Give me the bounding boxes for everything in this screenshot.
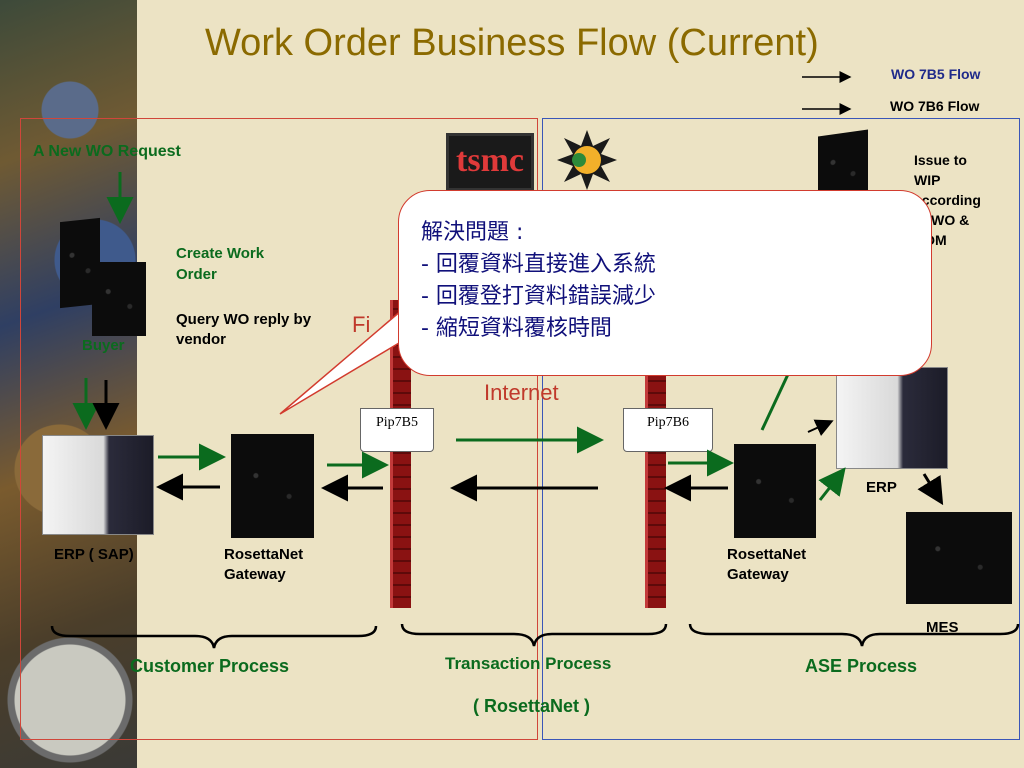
new-wo-request-label: A New WO Request: [33, 143, 181, 160]
legend-arrows: [802, 71, 852, 115]
ase-brace: [688, 623, 1020, 647]
query-wo-reply-label: Query WO reply by vendor: [176, 311, 312, 348]
tsmc-logo: tsmc: [446, 133, 534, 191]
ase-region: [542, 118, 1020, 740]
customer-firewall: [390, 300, 411, 608]
pip-7b6-document: Pip7B6: [623, 408, 713, 452]
customer-region: [20, 118, 538, 740]
page-title: Work Order Business Flow (Current): [205, 22, 819, 64]
customer-gateway-icon: [231, 434, 314, 538]
pip-7b5-document: Pip7B5: [360, 408, 434, 452]
erp-sap-server-icon: [42, 435, 154, 535]
callout-box: 解決問題 : - 回覆資料直接進入系統 - 回覆登打資料錯誤減少 - 縮短資料覆…: [398, 190, 932, 376]
buyer-label: Buyer: [82, 337, 125, 354]
callout-item-2: - 回覆登打資料錯誤減少: [421, 284, 656, 309]
legend-label-7b5: WO 7B5 Flow: [891, 66, 981, 82]
callout-heading: 解決問題 :: [421, 220, 524, 245]
ase-logo-icon: [557, 130, 617, 190]
ase-gateway-label: RosettaNet Gateway: [727, 546, 807, 583]
transaction-brace: [400, 623, 668, 647]
callout-item-3: - 縮短資料覆核時間: [421, 316, 612, 341]
ase-gateway-to-erp-line: [760, 369, 792, 431]
buyer-person-icon: [92, 262, 146, 336]
customer-brace: [50, 625, 378, 649]
customer-process-label: Customer Process: [130, 656, 290, 676]
ase-gateway-icon: [734, 444, 816, 538]
ase-process-label: ASE Process: [805, 656, 918, 676]
ase-gateway-to-erp-arrow: [818, 467, 846, 501]
ase-gateway-erp-bidirectional: [807, 419, 834, 436]
create-work-order-label: Create Work Order: [176, 245, 265, 283]
legend-label-7b6: WO 7B6 Flow: [890, 98, 980, 114]
mes-label: MES: [926, 619, 959, 636]
customer-gateway-label: RosettaNet Gateway: [224, 546, 304, 583]
ase-erp-server-icon: [836, 367, 948, 469]
ase-erp-label: ERP: [866, 479, 897, 496]
erp-sap-label: ERP ( SAP): [54, 546, 134, 563]
callout-item-1: - 回覆資料直接進入系統: [421, 252, 656, 277]
internet-label: Internet: [484, 380, 559, 405]
erp-to-mes-arrow: [917, 473, 944, 506]
ase-firewall: [645, 300, 666, 608]
callout-pointer: [279, 309, 405, 415]
rosettanet-sub-label: ( RosettaNet ): [473, 696, 591, 716]
transaction-process-label: Transaction Process: [445, 654, 612, 673]
decorative-left-strip: [0, 0, 137, 768]
mes-system-icon: [906, 512, 1012, 604]
firewall-label-partial: Fi: [352, 312, 371, 337]
